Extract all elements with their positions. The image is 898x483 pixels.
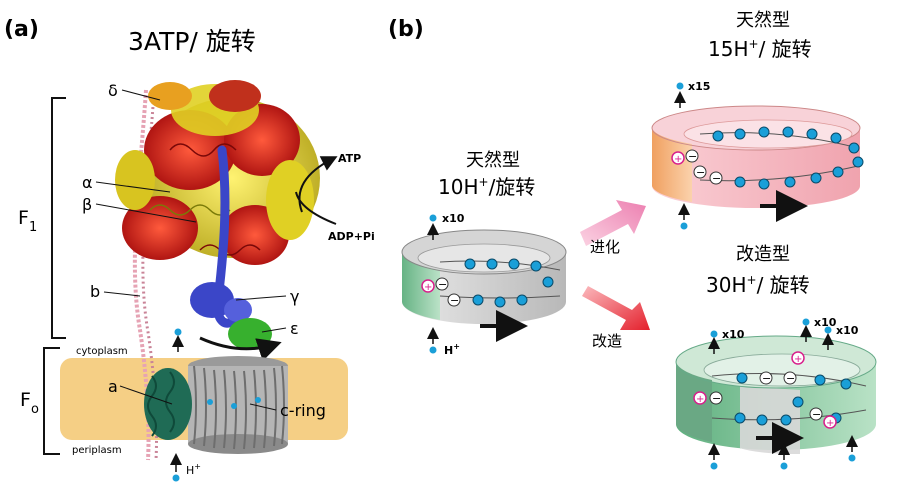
a-label: a [108,377,118,396]
cring-label: c-ring [280,401,326,420]
adp-label: ADP+Pi [328,230,375,243]
svg-text:−: − [450,294,459,307]
ring-10-entry-dot [429,346,437,354]
cytoplasm-label: cytoplasm [76,346,128,357]
atp-arrow [298,156,338,213]
ring-15-count: x15 [688,80,710,93]
ring-15-exit-dot [676,82,684,90]
svg-text:−: − [712,392,721,405]
ring-15-protons: − + − − [671,126,864,190]
gamma-label: γ [290,287,299,306]
svg-text:−: − [786,372,795,385]
rotation-arrow [199,336,282,362]
panel-a-title: 3ATP/ 旋转 [128,27,256,56]
svg-text:−: − [688,150,697,163]
b-label: b [90,282,100,301]
ring-15-entry-dot [680,222,688,230]
ring-30-protons: − − − + − + + [693,351,852,429]
ring-30-exit-dot-3 [824,326,832,334]
panel-a-tag: (a) [4,17,39,42]
atp-label: ATP [338,152,361,165]
ring-30-count-2: x10 [814,316,837,329]
evolve-arrow [580,200,646,246]
epsilon-subunit [228,318,272,350]
leader-lines [95,89,287,411]
proton-dot-bottom [172,474,180,482]
ring-30-exit-dot-2 [802,318,810,326]
beta-label: β [82,195,92,214]
delta-label: δ [108,81,118,100]
svg-text:−: − [762,372,771,385]
evolve-label: 进化 [590,238,620,256]
ring-10-protons: − + − [421,258,554,308]
svg-text:+: + [424,282,432,293]
ring-30-count-3: x10 [836,324,859,337]
periplasm-label: periplasm [72,445,122,456]
adp-arrow [295,191,337,225]
modify-label: 改造 [592,332,622,350]
svg-text:−: − [812,408,821,421]
wild10-rate: 10H+/旋转 [438,175,535,199]
fo-bracket [43,347,60,455]
fo-label: Fo [20,389,39,417]
wild15-rate: 15H+/ 旋转 [708,37,812,61]
svg-text:+: + [674,154,682,165]
svg-text:+: + [826,418,834,429]
proton-dot-top [174,328,182,336]
f1-bracket [51,97,66,339]
gamma-subunit [190,145,252,328]
svg-text:−: − [696,166,705,179]
f1-head [115,80,320,265]
f1-label: F1 [18,207,37,235]
ring-30-entry-dot-2 [780,462,788,470]
ring-30-entry-dot-1 [710,462,718,470]
svg-text:+: + [696,394,704,405]
modify-arrow [582,286,650,330]
ring-30-exit-dot-1 [710,330,718,338]
svg-text:−: − [438,278,447,291]
mod30-name: 改造型 [736,244,790,265]
ring-30-count-1: x10 [722,328,745,341]
c-ring [188,356,288,454]
wild15-name: 天然型 [736,10,790,31]
ring-10-count: x10 [442,212,465,225]
ring-10-proton-label: H+ [444,342,460,357]
mod30-rate: 30H+/ 旋转 [706,273,810,297]
svg-text:+: + [794,354,802,365]
ring-10 [401,229,567,324]
wild10-name: 天然型 [466,150,520,171]
alpha-label: α [82,173,93,192]
ring-10-exit-dot [429,214,437,222]
panel-b-tag: (b) [388,17,424,42]
subunit-a [144,368,192,440]
ring-30-entry-dot-3 [848,454,856,462]
svg-text:−: − [712,172,721,185]
proton-label-a: H+ [186,462,201,477]
epsilon-label: ε [290,319,299,338]
